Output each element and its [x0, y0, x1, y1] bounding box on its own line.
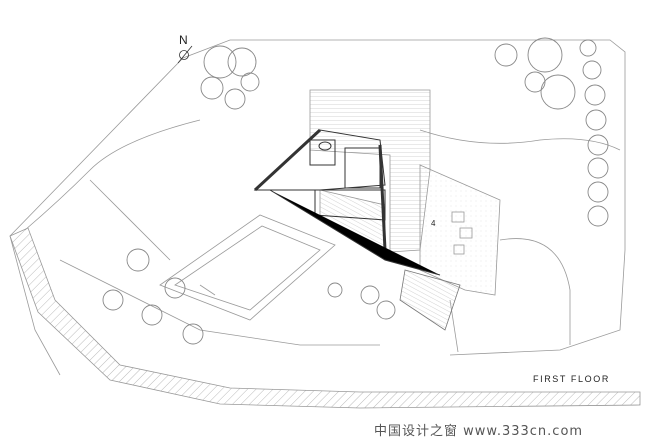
garden-plot: [419, 164, 501, 296]
drawing-title: FIRST FLOOR: [533, 374, 610, 384]
north-arrow-icon: [177, 45, 193, 64]
north-label: N: [179, 33, 188, 47]
street-band: [9, 227, 641, 409]
entrance-stair: [399, 269, 461, 331]
site-boundary: [9, 39, 626, 376]
pool: [159, 214, 336, 321]
trees: [102, 37, 609, 345]
terrace: [309, 89, 431, 253]
watermark: 中国设计之窗 www.333cn.com: [374, 424, 584, 439]
room-number-label: 4: [431, 219, 436, 228]
house-walls: [253, 128, 441, 276]
contour-lines: [24, 119, 621, 353]
